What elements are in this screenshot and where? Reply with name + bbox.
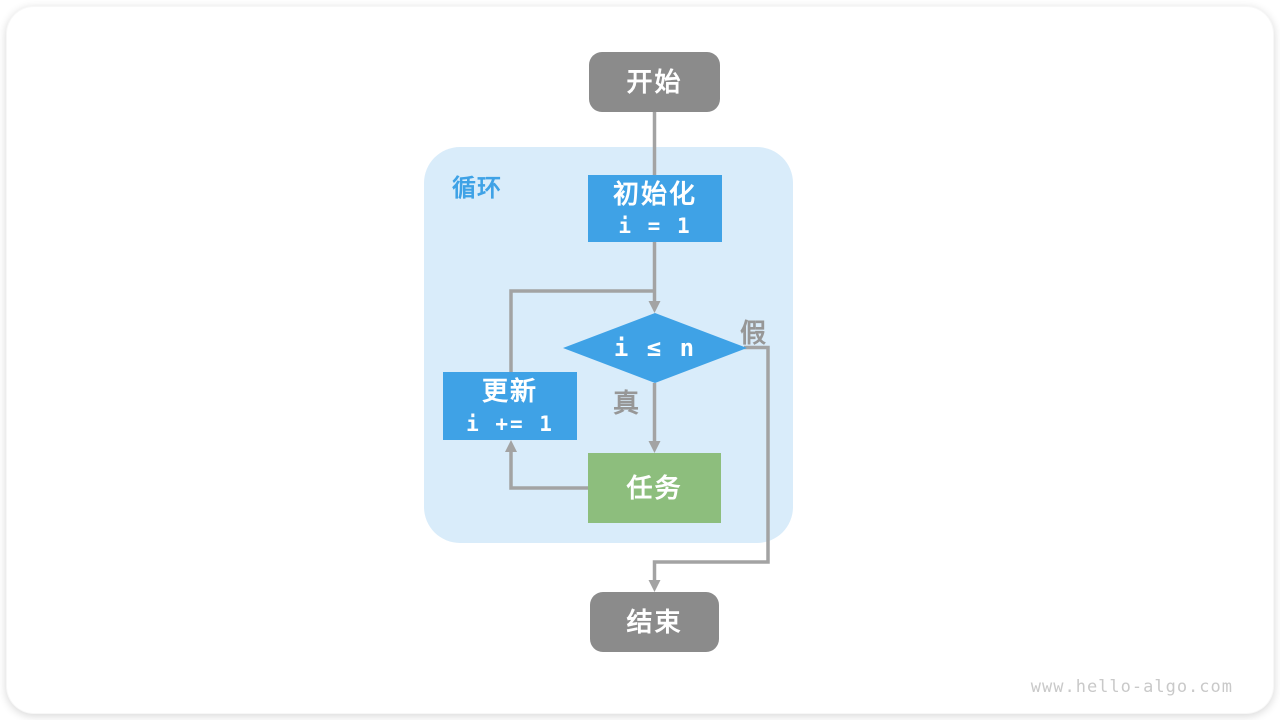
arrow-false-to-end (648, 345, 770, 592)
branch-true-label: 真 (613, 388, 641, 418)
arrow-update-loopback (509, 289, 655, 373)
arrow-task-to-update (505, 440, 588, 490)
node-update: 更新 i += 1 (443, 372, 577, 440)
node-end-label: 结束 (626, 606, 683, 637)
loop-region-label: 循环 (452, 175, 502, 202)
node-start-label: 开始 (626, 66, 683, 97)
node-start: 开始 (589, 52, 720, 112)
node-init-label: 初始化 (612, 178, 697, 209)
node-update-code: i += 1 (466, 411, 554, 436)
node-update-label: 更新 (481, 376, 538, 407)
node-condition-code: i ≤ n (613, 334, 697, 362)
node-task: 任务 (588, 453, 721, 523)
node-task-label: 任务 (626, 472, 683, 503)
branch-false-label: 假 (740, 318, 768, 348)
node-end: 结束 (590, 592, 719, 652)
node-init: 初始化 i = 1 (588, 175, 722, 242)
watermark: www.hello-algo.com (1030, 677, 1233, 697)
node-init-code: i = 1 (618, 214, 692, 239)
